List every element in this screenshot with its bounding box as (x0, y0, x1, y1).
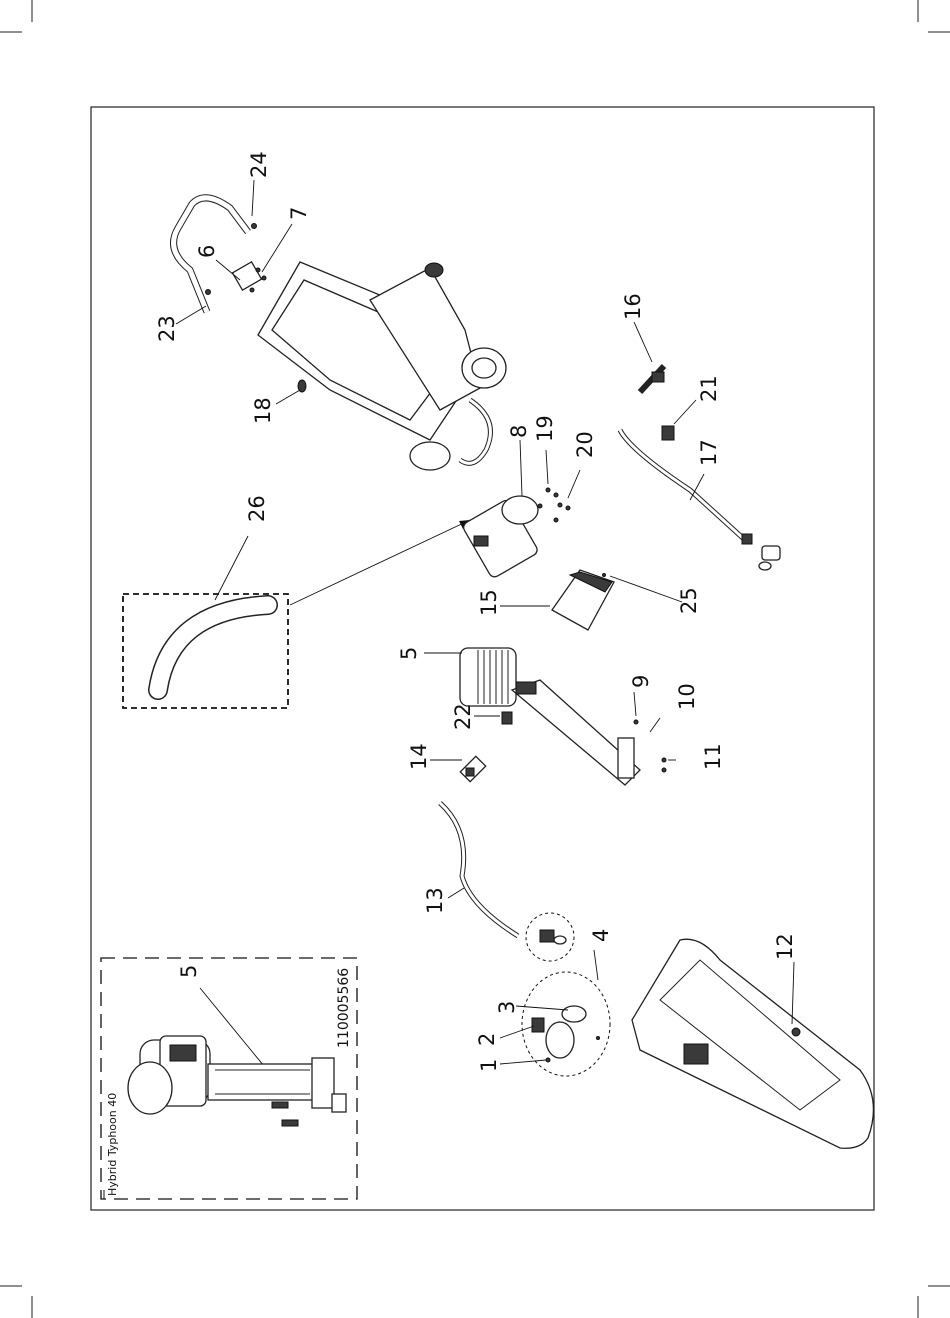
inset-pump-illustration (128, 1036, 346, 1126)
callout-6: 6 (195, 245, 219, 258)
callout-23: 23 (155, 315, 179, 342)
callout-18: 18 (251, 397, 275, 424)
callout-10: 10 (675, 683, 699, 710)
inset-callout-5: 5 (177, 965, 201, 978)
cover-12 (632, 939, 873, 1148)
inset-part-number: 110005566 (336, 968, 352, 1048)
callout-19: 19 (533, 415, 557, 442)
filter-14 (460, 756, 485, 781)
leader-lines (176, 180, 794, 1064)
callout-26: 26 (245, 495, 269, 522)
gun-16 (640, 366, 674, 440)
callout-17: 17 (697, 439, 721, 466)
callout-21: 21 (697, 375, 721, 402)
motor-assembly (461, 488, 570, 579)
fitting-22 (502, 712, 512, 724)
part-26-detail (123, 520, 470, 708)
inset-title: Hybrid Typhoon 40 (106, 1093, 119, 1196)
callout-7: 7 (287, 207, 311, 220)
callout-3: 3 (495, 1001, 519, 1014)
callout-15: 15 (477, 589, 501, 616)
callout-1: 1 (477, 1059, 501, 1072)
callout-20: 20 (573, 431, 597, 458)
callout-16: 16 (621, 293, 645, 320)
fitting-group-1-4 (522, 972, 610, 1076)
callout-12: 12 (773, 933, 797, 960)
callout-5: 5 (397, 647, 421, 660)
battery-15 (552, 570, 614, 630)
callout-2: 2 (475, 1033, 499, 1046)
callout-25: 25 (677, 587, 701, 614)
inset-panel: Hybrid Typhoon 40 110005566 5 (101, 958, 357, 1199)
callout-4: 4 (589, 929, 613, 942)
pump-5 (460, 648, 666, 785)
callout-11: 11 (701, 743, 725, 770)
callout-14: 14 (407, 743, 431, 770)
hose-13 (440, 803, 574, 961)
callout-13: 13 (423, 887, 447, 914)
callout-8: 8 (507, 425, 531, 438)
trolley-frame (174, 198, 506, 470)
callout-24: 24 (247, 151, 271, 178)
callout-22: 22 (451, 703, 475, 730)
callout-9: 9 (629, 675, 653, 688)
